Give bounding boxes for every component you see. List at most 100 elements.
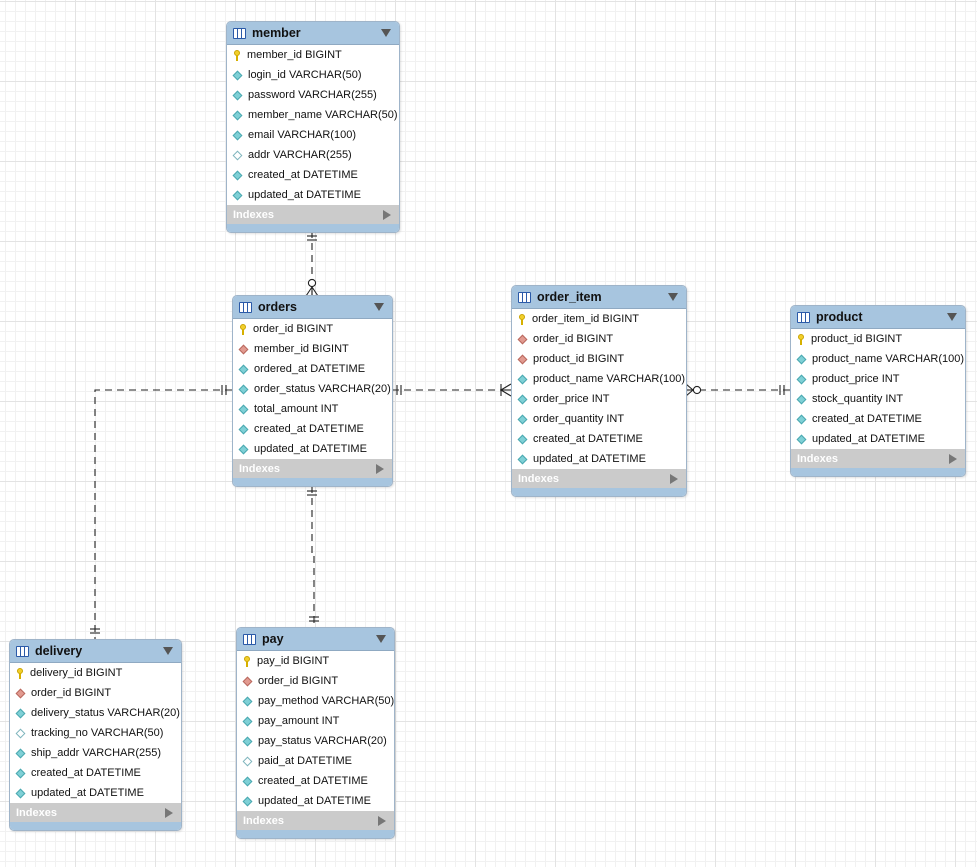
column-row[interactable]: pay_method VARCHAR(50) [237, 691, 394, 711]
column-row[interactable]: created_at DATETIME [10, 763, 181, 783]
column-row[interactable]: updated_at DATETIME [227, 185, 399, 205]
column-row[interactable]: created_at DATETIME [791, 409, 965, 429]
column-label: delivery_status VARCHAR(20) [31, 707, 180, 719]
column-row[interactable]: paid_at DATETIME [237, 751, 394, 771]
table-header[interactable]: orders [233, 296, 392, 319]
table-header[interactable]: order_item [512, 286, 686, 309]
triangle-down-icon[interactable] [668, 293, 678, 301]
table-header[interactable]: member [227, 22, 399, 45]
indexes-section[interactable]: Indexes [10, 803, 181, 822]
table-header[interactable]: delivery [10, 640, 181, 663]
column-row[interactable]: email VARCHAR(100) [227, 125, 399, 145]
column-row[interactable]: delivery_id BIGINT [10, 663, 181, 683]
table-footer [791, 468, 965, 476]
cardinality-one-only-marker [307, 490, 317, 496]
column-row[interactable]: product_name VARCHAR(100) [512, 369, 686, 389]
column-row[interactable]: created_at DATETIME [227, 165, 399, 185]
triangle-right-icon[interactable] [383, 209, 391, 220]
column-row[interactable]: ordered_at DATETIME [233, 359, 392, 379]
table-title: pay [262, 632, 284, 646]
column-label: order_item_id BIGINT [532, 313, 639, 325]
column-label: product_name VARCHAR(100) [533, 373, 686, 385]
indexes-label: Indexes [243, 814, 284, 827]
rel-orders-pay [311, 486, 315, 627]
column-row[interactable]: product_price INT [791, 369, 965, 389]
diamond-icon [242, 796, 253, 806]
column-row[interactable]: login_id VARCHAR(50) [227, 65, 399, 85]
column-row[interactable]: member_id BIGINT [233, 339, 392, 359]
table-header[interactable]: pay [237, 628, 394, 651]
column-row[interactable]: updated_at DATETIME [791, 429, 965, 449]
triangle-down-icon[interactable] [374, 303, 384, 311]
column-row[interactable]: member_name VARCHAR(50) [227, 105, 399, 125]
triangle-down-icon[interactable] [947, 313, 957, 321]
column-label: paid_at DATETIME [258, 755, 352, 767]
column-label: total_amount INT [254, 403, 339, 415]
triangle-right-icon[interactable] [670, 473, 678, 484]
column-row[interactable]: total_amount INT [233, 399, 392, 419]
triangle-down-icon[interactable] [381, 29, 391, 37]
column-label: created_at DATETIME [254, 423, 364, 435]
diamond-icon [238, 444, 249, 454]
column-label: password VARCHAR(255) [248, 89, 377, 101]
column-label: addr VARCHAR(255) [248, 149, 352, 161]
table-header[interactable]: product [791, 306, 965, 329]
column-row[interactable]: product_id BIGINT [512, 349, 686, 369]
column-row[interactable]: updated_at DATETIME [10, 783, 181, 803]
triangle-right-icon[interactable] [165, 807, 173, 818]
column-row[interactable]: created_at DATETIME [237, 771, 394, 791]
column-row[interactable]: updated_at DATETIME [233, 439, 392, 459]
column-row[interactable]: order_price INT [512, 389, 686, 409]
column-row[interactable]: created_at DATETIME [512, 429, 686, 449]
column-row[interactable]: pay_amount INT [237, 711, 394, 731]
column-row[interactable]: order_item_id BIGINT [512, 309, 686, 329]
table-footer [227, 224, 399, 232]
table-order_item[interactable]: order_item order_item_id BIGINT order_id B… [511, 285, 687, 497]
indexes-section[interactable]: Indexes [233, 459, 392, 478]
column-row[interactable]: order_status VARCHAR(20) [233, 379, 392, 399]
column-row[interactable]: product_name VARCHAR(100) [791, 349, 965, 369]
key-icon [233, 49, 241, 61]
triangle-right-icon[interactable] [376, 463, 384, 474]
triangle-down-icon[interactable] [376, 635, 386, 643]
indexes-section[interactable]: Indexes [237, 811, 394, 830]
indexes-section[interactable]: Indexes [512, 469, 686, 488]
column-row[interactable]: password VARCHAR(255) [227, 85, 399, 105]
cardinality-one-only-marker [396, 385, 402, 395]
triangle-right-icon[interactable] [378, 815, 386, 826]
key-icon [239, 323, 247, 335]
diamond-icon [242, 716, 253, 726]
key-icon [243, 655, 251, 667]
triangle-down-icon[interactable] [163, 647, 173, 655]
column-row[interactable]: order_id BIGINT [233, 319, 392, 339]
column-row[interactable]: order_id BIGINT [237, 671, 394, 691]
indexes-section[interactable]: Indexes [227, 205, 399, 224]
column-row[interactable]: order_quantity INT [512, 409, 686, 429]
column-row[interactable]: member_id BIGINT [227, 45, 399, 65]
column-label: created_at DATETIME [812, 413, 922, 425]
column-row[interactable]: stock_quantity INT [791, 389, 965, 409]
column-row[interactable]: product_id BIGINT [791, 329, 965, 349]
column-row[interactable]: tracking_no VARCHAR(50) [10, 723, 181, 743]
column-row[interactable]: pay_id BIGINT [237, 651, 394, 671]
column-row[interactable]: pay_status VARCHAR(20) [237, 731, 394, 751]
cardinality-one-only-marker [779, 385, 785, 395]
column-row[interactable]: order_id BIGINT [10, 683, 181, 703]
column-row[interactable]: addr VARCHAR(255) [227, 145, 399, 165]
column-label: ordered_at DATETIME [254, 363, 366, 375]
column-row[interactable]: delivery_status VARCHAR(20) [10, 703, 181, 723]
column-row[interactable]: updated_at DATETIME [512, 449, 686, 469]
column-row[interactable]: ship_addr VARCHAR(255) [10, 743, 181, 763]
indexes-section[interactable]: Indexes [791, 449, 965, 468]
column-row[interactable]: created_at DATETIME [233, 419, 392, 439]
diamond-icon [15, 708, 26, 718]
triangle-right-icon[interactable] [949, 453, 957, 464]
column-row[interactable]: order_id BIGINT [512, 329, 686, 349]
diamond-icon [232, 90, 243, 100]
column-row[interactable]: updated_at DATETIME [237, 791, 394, 811]
